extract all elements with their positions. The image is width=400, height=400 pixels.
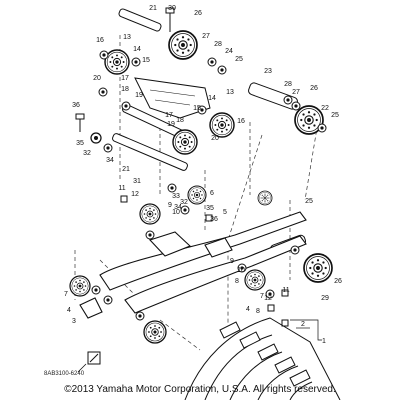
callout-25b: 25 — [331, 112, 339, 119]
callout-34a: 34 — [106, 157, 114, 164]
callout-3: 3 — [72, 318, 76, 325]
callout-19b: 19 — [167, 121, 175, 128]
callout-17b: 17 — [165, 112, 173, 119]
callout-5: 5 — [223, 209, 227, 216]
callout-7a: 7 — [64, 291, 68, 298]
callout-18b: 18 — [176, 117, 184, 124]
callout-6: 6 — [210, 190, 214, 197]
callout-28b: 28 — [284, 81, 292, 88]
slide-rails — [79, 211, 307, 319]
callout-bracket — [290, 319, 322, 341]
callout-28a: 28 — [214, 41, 222, 48]
callout-25c: 25 — [305, 198, 313, 205]
callout-36a: 36 — [72, 102, 80, 109]
callout-29: 29 — [321, 295, 329, 302]
callout-13b: 13 — [226, 89, 234, 96]
callout-32a: 32 — [83, 150, 91, 157]
callout-33: 33 — [172, 193, 180, 200]
callout-17a: 17 — [121, 75, 129, 82]
callout-31: 31 — [133, 178, 141, 185]
upper-shaft — [118, 8, 162, 32]
diagram-part-code: 8AB3100-6240 — [44, 371, 85, 377]
callout-18a: 18 — [121, 86, 129, 93]
callout-32b: 32 — [180, 199, 188, 206]
callout-21b: 21 — [122, 166, 130, 173]
callout-36b: 36 — [210, 216, 218, 223]
callout-20b: 20 — [211, 135, 219, 142]
callout-24: 24 — [225, 48, 233, 55]
callout-4b: 4 — [246, 306, 250, 313]
callout-9b: 9 — [230, 258, 234, 265]
callout-14a: 14 — [133, 46, 141, 53]
callout-1: 1 — [322, 338, 326, 345]
callout-11a: 11 — [118, 185, 125, 192]
track-section — [184, 317, 341, 400]
callout-15b: 15 — [193, 105, 201, 112]
callout-2: 2 — [301, 321, 305, 328]
callout-15a: 15 — [142, 57, 150, 64]
callout-26b: 26 — [310, 85, 318, 92]
callout-27b: 27 — [292, 89, 300, 96]
callout-16a: 16 — [96, 37, 104, 44]
callout-8a: 8 — [235, 278, 239, 285]
callout-labels: 21 30 26 16 13 27 28 24 25 14 15 20 17 1… — [64, 5, 342, 345]
callout-12b: 12 — [264, 295, 272, 302]
callout-11b: 11 — [282, 287, 289, 294]
callout-19a: 19 — [135, 92, 143, 99]
callout-35b: 35 — [206, 205, 214, 212]
bolts — [75, 7, 289, 327]
copyright-notice: ©2013 Yamaha Motor Corporation, U.S.A. A… — [64, 384, 336, 395]
callout-34b: 34 — [174, 204, 182, 211]
callout-26c: 26 — [334, 278, 342, 285]
callout-30: 30 — [168, 5, 176, 12]
callout-25a: 25 — [235, 56, 243, 63]
callout-21a: 21 — [149, 5, 157, 12]
callout-13a: 13 — [123, 34, 131, 41]
callout-26a: 26 — [194, 10, 202, 17]
callout-12a: 12 — [131, 191, 139, 198]
callout-20a: 20 — [93, 75, 101, 82]
callout-27a: 27 — [202, 33, 210, 40]
callout-4a: 4 — [67, 307, 71, 314]
small-parts-box — [77, 351, 101, 373]
callout-23: 23 — [264, 68, 272, 75]
front-shaft — [112, 133, 188, 171]
callout-10a: 10 — [172, 209, 180, 216]
callout-9a: 9 — [168, 202, 172, 209]
callout-35a: 35 — [76, 140, 84, 147]
callout-22: 22 — [321, 105, 329, 112]
callout-8b: 8 — [256, 308, 260, 315]
callout-16b: 16 — [237, 118, 245, 125]
callout-10b: 10 — [237, 267, 245, 274]
callout-14b: 14 — [208, 95, 216, 102]
pivot-arm — [134, 77, 211, 119]
callout-7b: 7 — [260, 293, 264, 300]
